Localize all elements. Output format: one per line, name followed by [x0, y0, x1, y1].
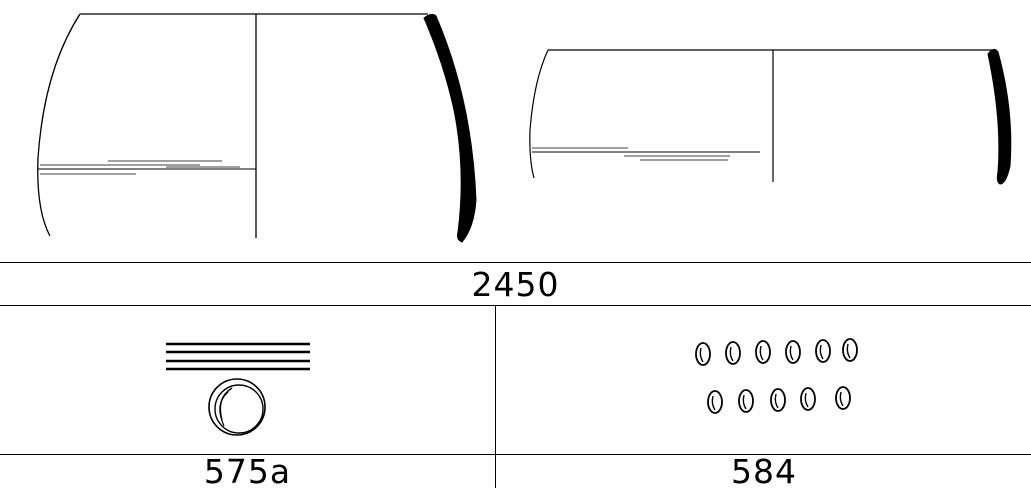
panel-caption-border [0, 454, 1031, 455]
vessel-profiles-drawing [37, 13, 1012, 243]
large-vessel-profile [37, 13, 477, 243]
impressions-584-drawing [695, 338, 858, 414]
small-vessel-outline-left [529, 49, 549, 179]
impression-row-bottom [707, 386, 851, 414]
caption-border-bottom [0, 305, 1031, 306]
caption-584: 584 [731, 452, 797, 491]
panel-divider [495, 305, 496, 488]
small-vessel-wall-section [987, 48, 1012, 185]
circular-stamp-outer [208, 378, 266, 436]
impression-row-top [695, 338, 858, 366]
large-vessel-wall-section [423, 13, 477, 243]
circular-stamp-inner [214, 384, 264, 434]
caption-border-top [0, 262, 1031, 263]
stamp-575a-drawing [166, 342, 310, 436]
caption-575a: 575a [203, 452, 292, 491]
caption-2450: 2450 [471, 265, 560, 304]
large-vessel-outline-left [37, 13, 81, 237]
small-vessel-profile [529, 48, 1012, 185]
